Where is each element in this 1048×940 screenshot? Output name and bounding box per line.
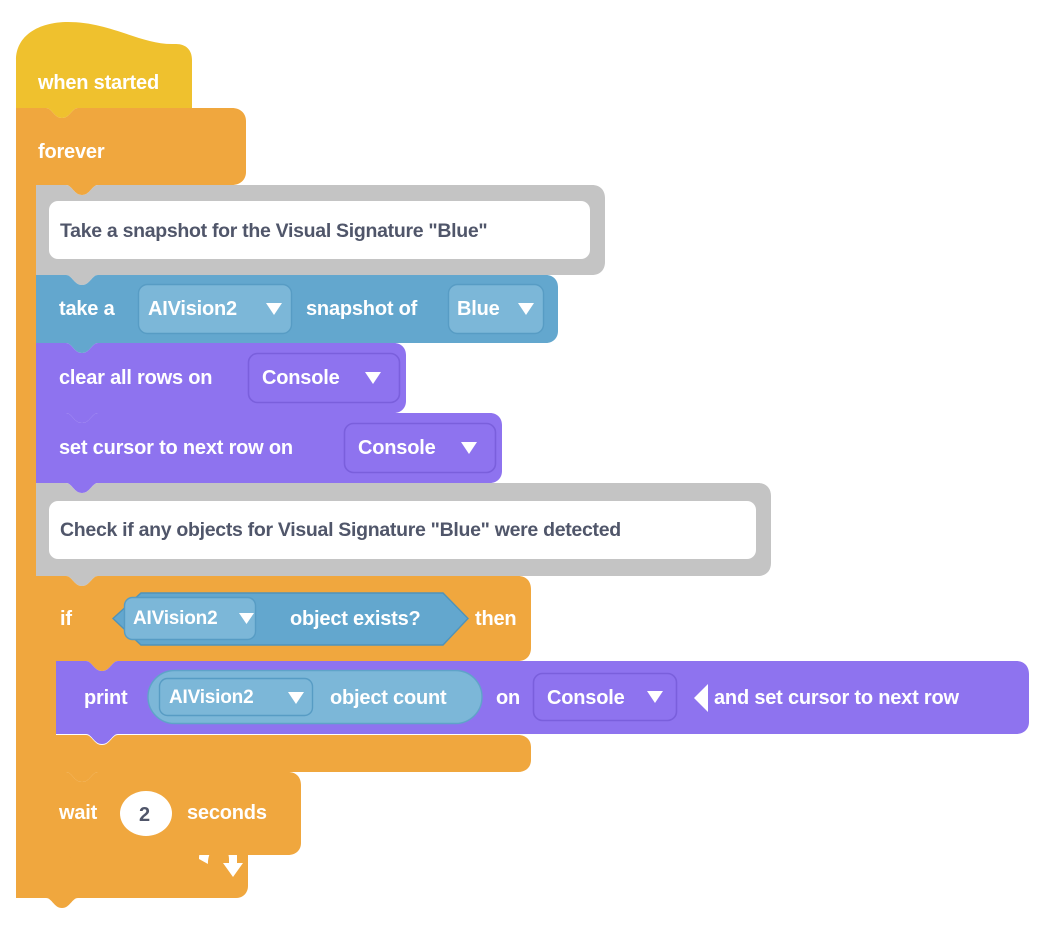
seconds-input[interactable] xyxy=(120,791,172,836)
on-label: on xyxy=(496,687,521,709)
clear-all-rows-label: clear all rows on xyxy=(59,367,213,389)
output-dropdown-value[interactable]: Console xyxy=(358,437,436,459)
seconds-input-value[interactable]: 2 xyxy=(139,804,150,826)
chevron-down-icon xyxy=(288,692,304,704)
chevron-down-icon xyxy=(266,303,282,315)
reporter-object-count[interactable] xyxy=(147,669,483,725)
block-wait[interactable] xyxy=(36,772,301,865)
seconds-label: seconds xyxy=(187,802,267,824)
comment-text-check-objects[interactable]: Check if any objects for Visual Signatur… xyxy=(60,519,621,541)
chevron-down-icon xyxy=(365,372,381,384)
object-exists-label: object exists? xyxy=(290,608,421,630)
boolean-object-exists[interactable] xyxy=(111,592,469,646)
set-cursor-label: set cursor to next row on xyxy=(59,437,293,459)
wait-label: wait xyxy=(59,802,98,824)
then-label: then xyxy=(475,608,517,630)
and-set-cursor-label: and set cursor to next row xyxy=(714,687,959,709)
chevron-down-icon xyxy=(461,442,477,454)
device-dropdown[interactable] xyxy=(159,678,313,716)
triangle-left-icon[interactable] xyxy=(694,684,708,712)
block-comment-check-objects[interactable] xyxy=(36,483,771,586)
when-started-label: when started xyxy=(38,72,159,94)
snapshot-of-label: snapshot of xyxy=(306,298,418,320)
block-if-then[interactable] xyxy=(36,576,531,782)
device-dropdown-value[interactable]: AIVision2 xyxy=(133,608,218,629)
device-dropdown-value[interactable]: AIVision2 xyxy=(148,298,237,320)
forever-label: forever xyxy=(38,141,105,163)
signature-dropdown[interactable] xyxy=(448,284,544,334)
object-count-label: object count xyxy=(330,687,447,709)
device-dropdown[interactable] xyxy=(124,597,256,640)
output-dropdown[interactable] xyxy=(533,673,677,721)
output-dropdown-value[interactable]: Console xyxy=(547,687,625,709)
chevron-down-icon xyxy=(239,613,254,624)
take-a-label: take a xyxy=(59,298,115,320)
block-when-started[interactable] xyxy=(16,22,192,118)
block-take-snapshot[interactable] xyxy=(36,275,558,353)
block-comment-take-snapshot[interactable] xyxy=(36,185,605,285)
block-clear-all-rows[interactable] xyxy=(36,343,406,423)
device-dropdown-value[interactable]: AIVision2 xyxy=(169,687,254,708)
if-label: if xyxy=(60,608,72,630)
comment-text-take-snapshot[interactable]: Take a snapshot for the Visual Signature… xyxy=(60,220,488,242)
signature-dropdown-value[interactable]: Blue xyxy=(457,298,500,320)
chevron-down-icon xyxy=(518,303,534,315)
block-print[interactable] xyxy=(56,661,1029,744)
output-dropdown-value[interactable]: Console xyxy=(262,367,340,389)
chevron-down-icon xyxy=(647,691,663,703)
output-dropdown[interactable] xyxy=(344,423,496,473)
print-label: print xyxy=(84,687,128,709)
output-dropdown[interactable] xyxy=(248,353,400,403)
device-dropdown[interactable] xyxy=(138,284,292,334)
block-set-cursor-next-row[interactable] xyxy=(36,413,502,493)
